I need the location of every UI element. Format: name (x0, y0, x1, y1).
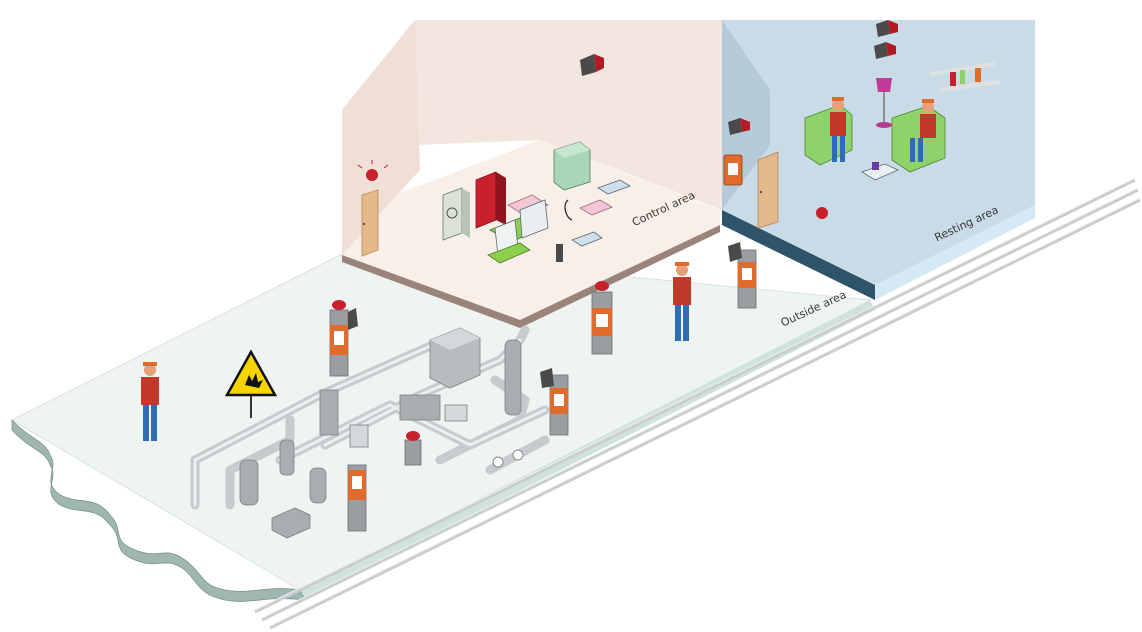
server-cabinet-icon (554, 142, 590, 190)
siren-beacon-icon (592, 281, 612, 354)
siren-beacon-icon (816, 207, 828, 219)
door-icon (758, 152, 778, 228)
alarm-call-point-icon (724, 155, 742, 185)
siren-beacon-icon (405, 431, 421, 465)
server-cabinet-icon (443, 188, 470, 240)
alarm-call-point-icon (348, 465, 366, 531)
resting-area-room (722, 20, 1035, 300)
server-cabinet-icon (476, 172, 506, 228)
